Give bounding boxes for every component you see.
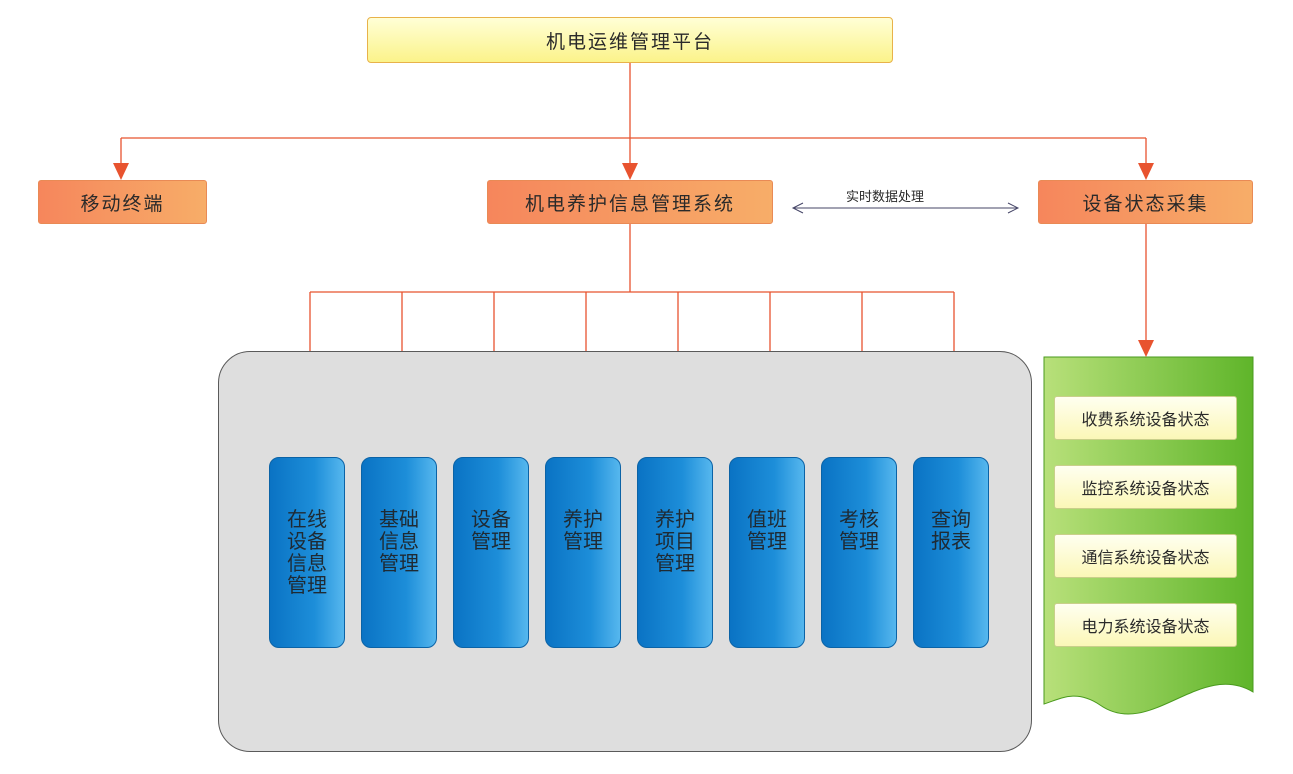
module-label-line: 管理: [471, 529, 511, 553]
module-label-line: 信息: [379, 529, 419, 553]
module-label: 设备管理: [471, 508, 511, 552]
module-label-line: 查询: [931, 507, 971, 531]
module-label: 查询报表: [931, 508, 971, 552]
platform-title: 机电运维管理平台: [545, 30, 714, 53]
realtime-processing-label: 实时数据处理: [846, 190, 925, 205]
status-item: 通信系统设备状态: [1054, 534, 1237, 578]
module-box: 查询报表: [913, 457, 989, 648]
module-box: 基础信息管理: [361, 457, 437, 648]
module-box: 考核管理: [821, 457, 897, 648]
module-label-line: 在线: [287, 507, 327, 531]
module-label-line: 信息: [287, 551, 327, 575]
module-label-line: 基础: [379, 507, 419, 531]
module-label-line: 管理: [287, 573, 327, 597]
module-label-line: 项目: [655, 529, 695, 553]
module-label: 养护项目管理: [655, 508, 695, 574]
module-box: 值班管理: [729, 457, 805, 648]
status-item: 监控系统设备状态: [1054, 465, 1237, 509]
module-box: 设备管理: [453, 457, 529, 648]
module-label-line: 养护: [655, 507, 695, 531]
module-label-line: 管理: [655, 551, 695, 575]
status-collection-node: 设备状态采集: [1038, 180, 1253, 224]
module-box: 养护项目管理: [637, 457, 713, 648]
module-label-line: 管理: [747, 529, 787, 553]
maintenance-system-node: 机电养护信息管理系统: [487, 180, 773, 224]
maintenance-system-label: 机电养护信息管理系统: [524, 192, 735, 215]
realtime-double-arrow: [791, 202, 1020, 214]
module-label: 在线设备信息管理: [287, 508, 327, 596]
platform-title-node: 机电运维管理平台: [367, 17, 893, 63]
status-item: 收费系统设备状态: [1054, 396, 1237, 440]
module-label-line: 管理: [839, 529, 879, 553]
module-label-line: 报表: [931, 529, 971, 553]
module-label-line: 管理: [563, 529, 603, 553]
module-label-line: 养护: [563, 507, 603, 531]
module-box: 在线设备信息管理: [269, 457, 345, 648]
module-label: 养护管理: [563, 508, 603, 552]
status-collection-label: 设备状态采集: [1082, 192, 1209, 215]
status-item: 电力系统设备状态: [1054, 603, 1237, 647]
module-label-line: 考核: [839, 507, 879, 531]
module-label-line: 管理: [379, 551, 419, 575]
module-label: 基础信息管理: [379, 508, 419, 574]
module-label-line: 设备: [471, 507, 511, 531]
mobile-terminal-label: 移动终端: [80, 192, 165, 215]
module-label: 考核管理: [839, 508, 879, 552]
module-label-line: 设备: [287, 529, 327, 553]
module-label-line: 值班: [747, 507, 787, 531]
module-label: 值班管理: [747, 508, 787, 552]
mobile-terminal-node: 移动终端: [38, 180, 207, 224]
module-box: 养护管理: [545, 457, 621, 648]
